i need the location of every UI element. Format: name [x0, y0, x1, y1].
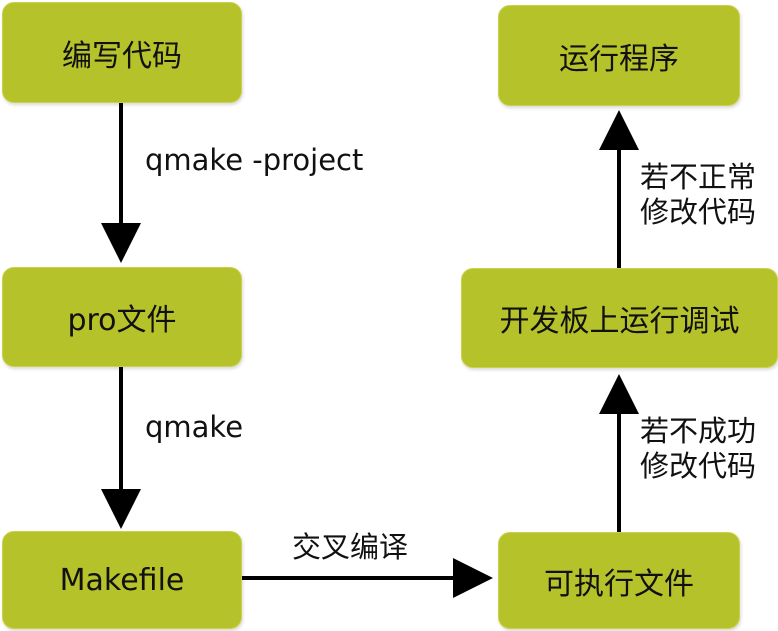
- edge-label-qmake-project: qmake -project: [145, 143, 364, 177]
- edge-label-if-fail-line1: 若不成功: [640, 414, 757, 448]
- edge-label-if-abnormal-line1: 若不正常: [640, 160, 757, 194]
- node-pro-file-label: pro文件: [67, 303, 177, 338]
- edge-label-if-fail-line2: 修改代码: [640, 448, 757, 483]
- node-write-code-label: 编写代码: [62, 38, 182, 74]
- node-pro-file: pro文件: [2, 267, 242, 367]
- edge-label-if-abnormal: 若不正常 修改代码: [640, 160, 756, 230]
- node-run-program-label: 运行程序: [559, 41, 679, 77]
- node-board-debug: 开发板上运行调试: [461, 268, 778, 368]
- edge-label-cross-compile: 交叉编译: [292, 530, 409, 564]
- edge-label-if-fail: 若不成功 修改代码: [640, 414, 756, 484]
- node-run-program: 运行程序: [498, 5, 740, 106]
- node-executable-label: 可执行文件: [544, 566, 694, 602]
- node-executable: 可执行文件: [498, 532, 740, 629]
- node-makefile-label: Makefile: [59, 562, 185, 598]
- node-write-code: 编写代码: [2, 2, 242, 103]
- edge-label-if-abnormal-line2: 修改代码: [640, 194, 757, 229]
- node-board-debug-label: 开发板上运行调试: [499, 304, 740, 339]
- node-makefile: Makefile: [2, 531, 242, 629]
- edge-label-qmake: qmake: [145, 410, 244, 444]
